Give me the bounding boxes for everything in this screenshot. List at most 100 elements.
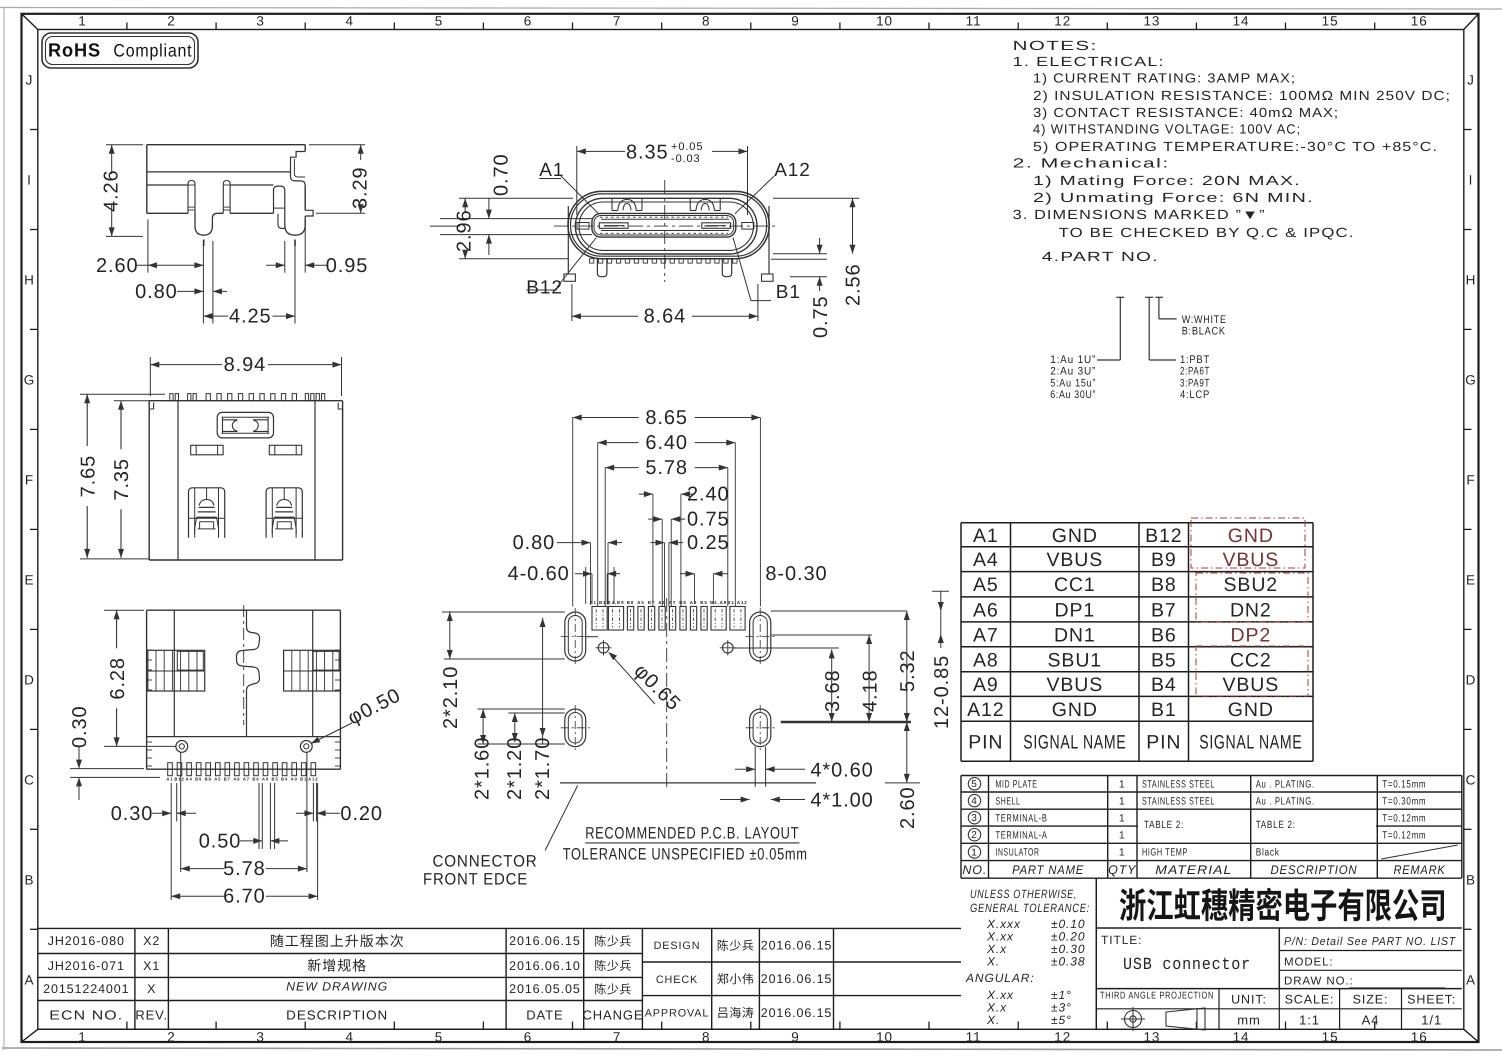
svg-text:CHECK: CHECK: [656, 974, 698, 986]
svg-text:B12: B12: [1145, 525, 1182, 547]
svg-text:B5: B5: [1151, 649, 1177, 671]
svg-text:A9: A9: [973, 674, 999, 696]
svg-text:B6: B6: [252, 777, 259, 782]
svg-text:A1: A1: [973, 525, 999, 547]
svg-text:3: 3: [256, 14, 264, 29]
svg-text:2016.06.15: 2016.06.15: [761, 972, 833, 986]
svg-text:CONNECTOR: CONNECTOR: [433, 853, 538, 871]
svg-text:TERMINAL-A: TERMINAL-A: [996, 829, 1048, 841]
svg-text:1: 1: [78, 1030, 86, 1045]
svg-text:CC1: CC1: [1054, 574, 1096, 596]
svg-text:SIZE:: SIZE:: [1353, 993, 1389, 1007]
svg-text:MID PLATE: MID PLATE: [996, 779, 1038, 791]
svg-text:X2: X2: [143, 934, 160, 948]
svg-text:A1: A1: [166, 777, 173, 782]
svg-text:5: 5: [435, 1030, 443, 1045]
svg-text:GND: GND: [1228, 525, 1274, 547]
svg-text:TO BE CHECKED BY Q.C & IPQC.: TO BE CHECKED BY Q.C & IPQC.: [1059, 225, 1355, 240]
svg-text:H: H: [24, 273, 35, 288]
svg-text:15: 15: [1322, 14, 1339, 29]
svg-text:2*1.20: 2*1.20: [504, 737, 526, 800]
svg-text:B6: B6: [1151, 624, 1177, 646]
svg-text:4) WITHSTANDING VOLTAGE: 100V: 4) WITHSTANDING VOLTAGE: 100V AC;: [1033, 122, 1301, 137]
svg-text:8: 8: [702, 14, 710, 29]
svg-text:4: 4: [345, 14, 353, 29]
svg-text:0.80: 0.80: [513, 532, 556, 554]
svg-text:B1: B1: [776, 282, 801, 303]
svg-text:6.28: 6.28: [107, 657, 129, 700]
svg-text:DESCRIPTION: DESCRIPTION: [286, 1007, 388, 1022]
svg-text:B4,A9: B4,A9: [710, 600, 727, 605]
svg-text:UNLESS OTHERWISE,: UNLESS OTHERWISE,: [970, 887, 1077, 901]
svg-text:A1: A1: [539, 160, 564, 181]
svg-text:T=0.30mm: T=0.30mm: [1382, 795, 1426, 807]
svg-text:SIGNAL NAME: SIGNAL NAME: [1023, 731, 1126, 753]
svg-text:16: 16: [1411, 1030, 1428, 1045]
svg-text:A9: A9: [291, 777, 298, 782]
svg-text:X.x: X.x: [986, 1001, 1007, 1015]
svg-text:4.PART NO.: 4.PART NO.: [1042, 249, 1159, 264]
svg-text:X.xx: X.xx: [986, 988, 1014, 1002]
svg-text:6:Au 30U”: 6:Au 30U”: [1050, 389, 1096, 401]
svg-text:G: G: [1465, 372, 1476, 387]
svg-text:11: 11: [966, 1030, 982, 1045]
svg-text:4.25: 4.25: [229, 306, 272, 328]
svg-text:4*1.00: 4*1.00: [810, 790, 873, 812]
svg-text:QTY: QTY: [1108, 863, 1137, 877]
svg-text:B1,A12: B1,A12: [727, 600, 747, 605]
svg-text:±0.38: ±0.38: [1051, 955, 1085, 969]
svg-text:REMARK: REMARK: [1394, 863, 1446, 877]
svg-text:11: 11: [966, 14, 982, 29]
svg-text:DN1: DN1: [1054, 624, 1096, 646]
svg-text:I: I: [27, 173, 32, 188]
svg-text:13: 13: [1143, 14, 1160, 29]
svg-text:DATE: DATE: [526, 1007, 563, 1022]
svg-text:1:PBT: 1:PBT: [1180, 354, 1210, 366]
svg-text:0.80: 0.80: [135, 281, 178, 303]
svg-text:1. ELECTRICAL:: 1. ELECTRICAL:: [1013, 54, 1165, 69]
svg-text:DESCRIPTION: DESCRIPTION: [1271, 863, 1358, 877]
svg-text:8.64: 8.64: [644, 306, 687, 328]
svg-text:X.: X.: [986, 1013, 1000, 1027]
svg-text:STAINLESS STEEL: STAINLESS STEEL: [1142, 779, 1215, 791]
svg-text:B12: B12: [526, 277, 563, 298]
svg-text:4.18: 4.18: [859, 669, 881, 712]
svg-text:TABLE 2:: TABLE 2:: [1256, 819, 1296, 831]
svg-text:B8: B8: [205, 777, 212, 782]
svg-text:0.30: 0.30: [111, 803, 154, 825]
svg-text:C: C: [1466, 772, 1477, 787]
svg-text:HIGH TEMP: HIGH TEMP: [1142, 847, 1188, 859]
svg-text:2016.06.10: 2016.06.10: [509, 959, 581, 973]
svg-text:4: 4: [971, 796, 977, 807]
svg-text:TERMINAL-B: TERMINAL-B: [996, 812, 1048, 824]
svg-text:3.29: 3.29: [350, 166, 372, 209]
svg-text:PIN: PIN: [1146, 731, 1181, 753]
svg-text:PIN: PIN: [968, 731, 1003, 753]
svg-text:1/1: 1/1: [1421, 1013, 1442, 1028]
svg-text:GND: GND: [1052, 699, 1098, 721]
svg-text:NEW DRAWING: NEW DRAWING: [286, 980, 388, 994]
svg-text:4*0.60: 4*0.60: [810, 759, 873, 781]
svg-text:10: 10: [876, 14, 893, 29]
svg-text:E: E: [25, 572, 35, 587]
svg-text:PART NAME: PART NAME: [1012, 863, 1084, 877]
svg-text:3) CONTACT RESISTANCE: 40mΩ MA: 3) CONTACT RESISTANCE: 40mΩ MAX;: [1033, 105, 1339, 120]
svg-text:2*1.70: 2*1.70: [532, 737, 554, 800]
svg-text:NO.: NO.: [962, 863, 987, 877]
svg-text:B9: B9: [1151, 549, 1177, 571]
svg-text:B8: B8: [1151, 574, 1177, 596]
svg-text:X: X: [147, 982, 156, 996]
svg-text:DP1: DP1: [1054, 599, 1095, 621]
svg-text:6: 6: [524, 1030, 532, 1045]
svg-text:A7: A7: [973, 624, 999, 646]
svg-text:6.70: 6.70: [223, 886, 266, 908]
svg-text:A12: A12: [774, 160, 811, 181]
svg-text:8: 8: [702, 1030, 710, 1045]
svg-text:B4: B4: [1151, 674, 1177, 696]
svg-text:SCALE:: SCALE:: [1285, 993, 1335, 1007]
svg-text:5.78: 5.78: [223, 858, 266, 880]
svg-text:F: F: [1466, 472, 1475, 487]
svg-text:2*1.60: 2*1.60: [472, 737, 494, 800]
svg-text:A9: A9: [262, 777, 269, 782]
svg-text:T=0.15mm: T=0.15mm: [1382, 779, 1426, 791]
